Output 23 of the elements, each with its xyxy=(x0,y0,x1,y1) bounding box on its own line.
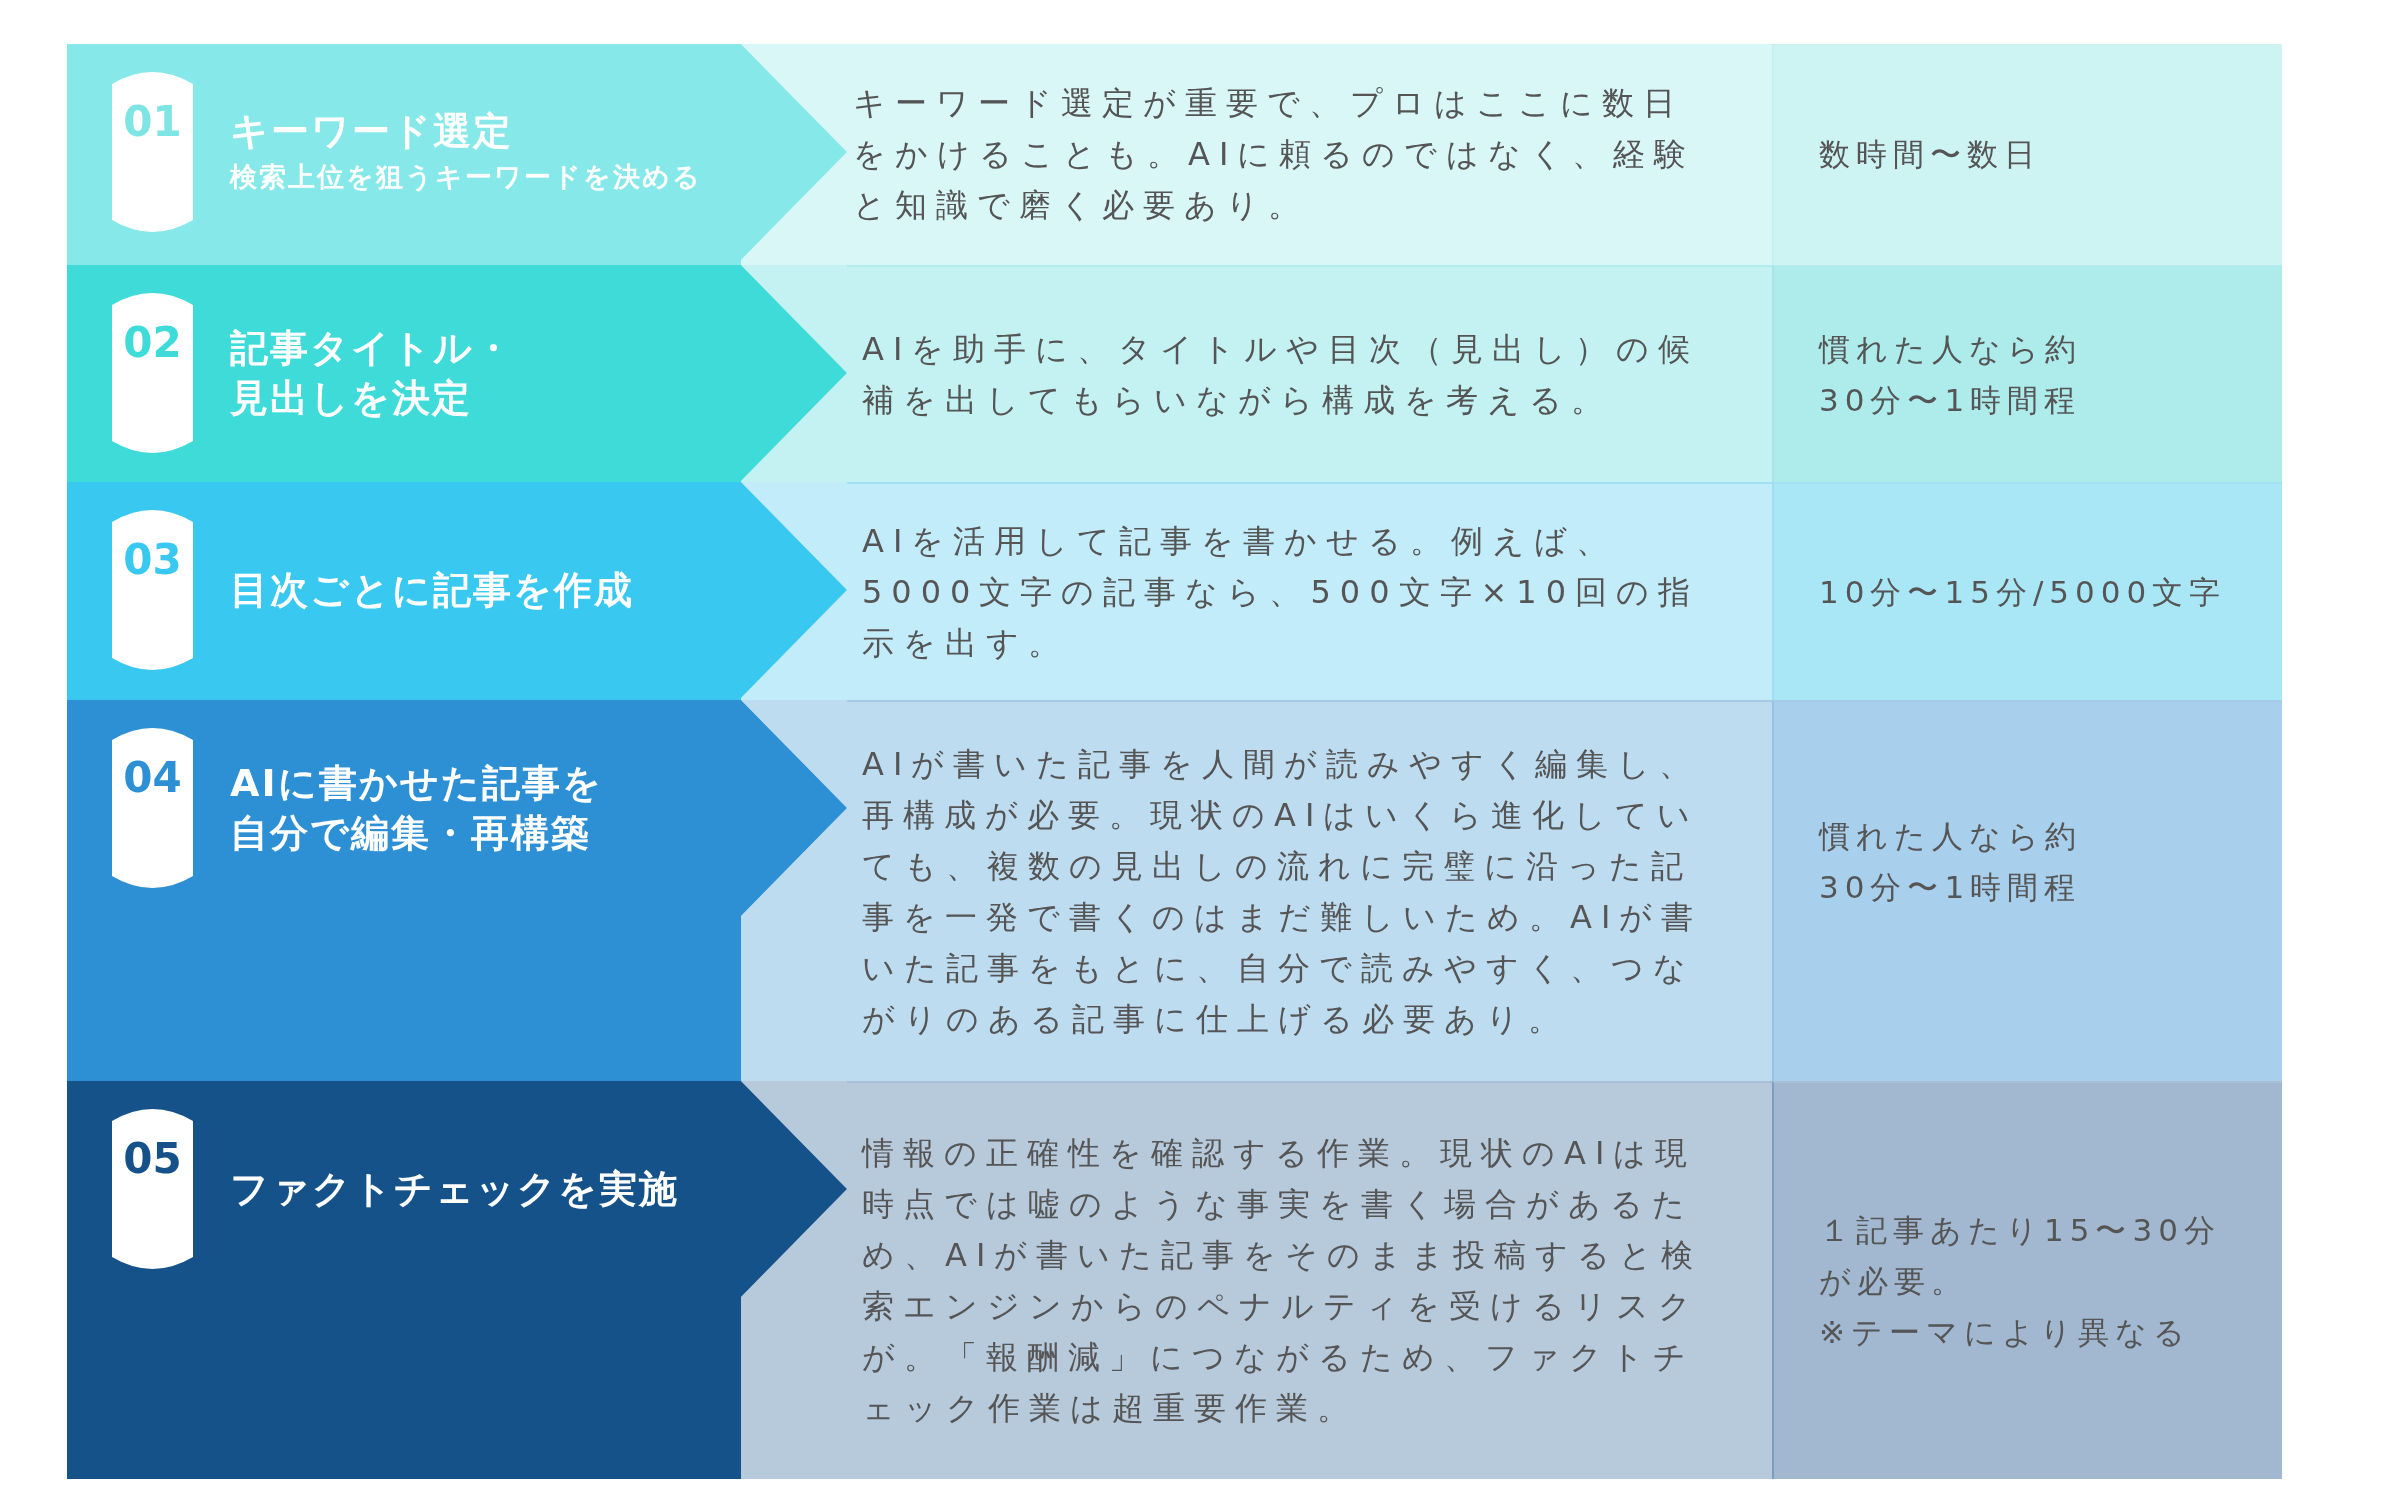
number-badge: 05 xyxy=(112,1109,193,1269)
number-badge: 02 xyxy=(112,293,193,453)
step-title: 目次ごとに記事を作成 xyxy=(230,567,634,614)
duration-cell xyxy=(1772,1081,2282,1479)
step-title: ファクトチェックを実施 xyxy=(230,1166,679,1213)
duration-cell: 数時間〜数日 xyxy=(1772,44,2282,265)
step-subtitle: 検索上位を狙うキーワードを決める xyxy=(230,160,702,194)
step-title: 記事タイトル・見出しを決定 xyxy=(230,325,515,422)
chevron-band xyxy=(67,265,847,482)
chevron-band xyxy=(67,700,847,1081)
chevron-band xyxy=(67,482,847,700)
duration-cell: 慣れた人なら約30分〜1時間程 xyxy=(1772,700,2282,1081)
step-title: AIに書かせた記事を自分で編集・再構築 xyxy=(230,760,604,857)
chevron-band xyxy=(67,44,847,265)
number-badge: 01 xyxy=(112,72,193,232)
step-title: キーワード選定 xyxy=(230,108,513,155)
number-badge: 04 xyxy=(112,728,193,888)
duration-text: １記事あたり15〜30分が必要。 xyxy=(1819,1210,2222,1301)
duration-cell: 慣れた人なら約30分〜1時間程 xyxy=(1772,265,2282,482)
note-text: ※テーマにより異なる xyxy=(1819,1312,2191,1352)
number-badge: 03 xyxy=(112,510,193,670)
chevron-band xyxy=(67,1081,847,1479)
duration-cell: 10分〜15分/5000文字 xyxy=(1772,482,2282,700)
